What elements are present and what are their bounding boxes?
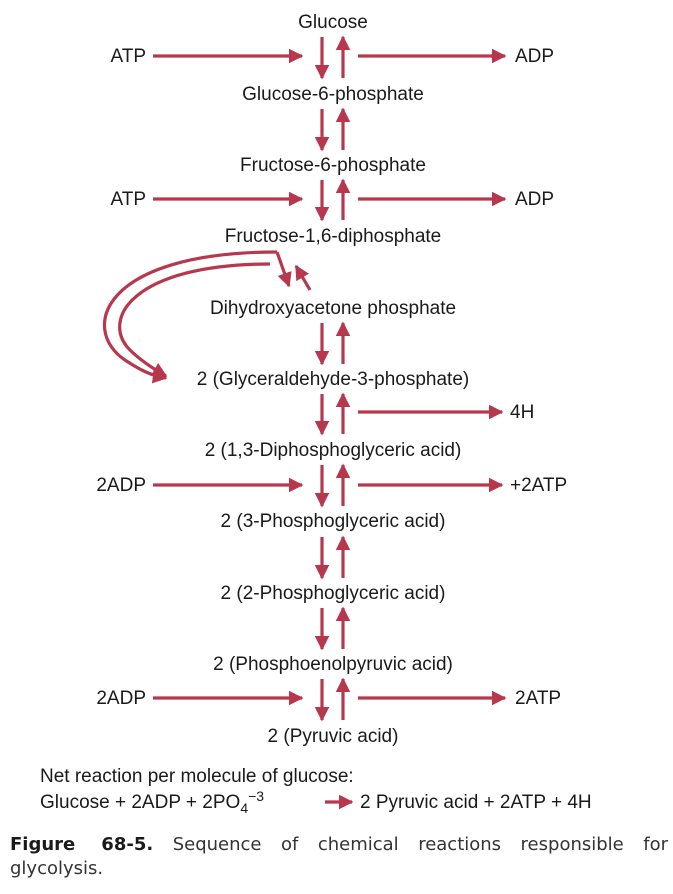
split-loop-outer xyxy=(102,250,278,384)
split-loop-inner xyxy=(118,262,271,378)
step-phosphoenolpyruvic-acid: 2 (Phosphoenolpyruvic acid) xyxy=(213,654,453,675)
output-adp-2: ADP xyxy=(515,189,554,210)
step-glucose-6-phosphate: Glucose-6-phosphate xyxy=(242,84,424,105)
output-plus-2atp: +2ATP xyxy=(510,475,567,496)
step-pyruvic-acid: 2 (Pyruvic acid) xyxy=(268,726,399,747)
step-dihydroxyacetone-phosphate: Dihydroxyacetone phosphate xyxy=(210,298,456,319)
step-1-3-diphosphoglyceric-acid: 2 (1,3-Diphosphoglyceric acid) xyxy=(205,440,462,461)
net-reaction-heading: Net reaction per molecule of glucose: xyxy=(40,766,354,787)
net-reaction-subscript: 4 xyxy=(240,800,248,816)
output-4h: 4H xyxy=(510,402,534,423)
reaction-arrows xyxy=(102,35,507,810)
step-3-phosphoglyceric-acid: 2 (3-Phosphoglyceric acid) xyxy=(221,511,446,532)
output-2atp: 2ATP xyxy=(515,688,561,709)
step-fructose-6-phosphate: Fructose-6-phosphate xyxy=(240,155,426,176)
net-reaction-superscript: −3 xyxy=(248,788,264,804)
step-glucose: Glucose xyxy=(298,12,368,33)
step-fructose-1-6-diphosphate: Fructose-1,6-diphosphate xyxy=(225,226,442,247)
step-glyceraldehyde-3-phosphate: 2 (Glyceraldehyde-3-phosphate) xyxy=(197,369,470,390)
input-2adp-2: 2ADP xyxy=(96,688,146,709)
step-2-phosphoglyceric-acid: 2 (2-Phosphoglyceric acid) xyxy=(221,583,446,604)
input-2adp-1: 2ADP xyxy=(96,475,146,496)
net-reaction-lhs: Glucose + 2ADP + 2PO4−3 xyxy=(40,788,264,816)
figure-caption: Figure 68-5. Sequence of chemical reacti… xyxy=(10,833,668,881)
dhap-reverse-arrow xyxy=(294,264,312,291)
input-atp-2: ATP xyxy=(110,189,146,210)
figure-label: Figure 68-5. xyxy=(10,834,154,855)
net-reaction-rhs: 2 Pyruvic acid + 2ATP + 4H xyxy=(360,792,592,813)
figure-caption-text: Sequence of chemical reactions responsib… xyxy=(10,834,668,879)
input-atp-1: ATP xyxy=(110,46,146,67)
output-adp-1: ADP xyxy=(515,46,554,67)
split-to-dhap-arrow xyxy=(275,251,292,288)
